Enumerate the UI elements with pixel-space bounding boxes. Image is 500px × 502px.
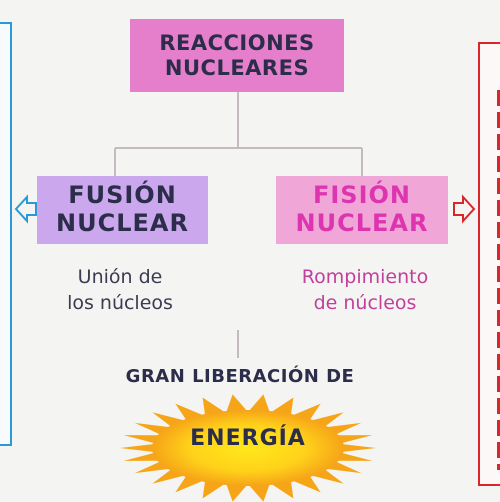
energia-label: ENERGÍA (190, 426, 306, 451)
top-box-line2: NUCLEARES (164, 55, 310, 80)
fision-desc-line1: Rompimiento (301, 266, 429, 288)
top-box-line1: REACCIONES (159, 31, 315, 56)
fision-nuclear-box: FISIÓN NUCLEAR (276, 176, 448, 244)
sun-burst-icon (120, 394, 376, 502)
fusion-description: Unión de los núcleos (40, 265, 200, 316)
right-side-frame (478, 42, 500, 486)
fision-desc-line2: de núcleos (313, 291, 417, 314)
fision-box-line2: NUCLEAR (295, 209, 429, 237)
right-vertical-text-fragment (497, 90, 500, 470)
fision-description: Rompimiento de núcleos (280, 265, 450, 316)
fusion-desc-line2: los núcleos (67, 291, 173, 314)
arrow-left-icon (14, 194, 37, 224)
fusion-box-line2: NUCLEAR (56, 209, 189, 237)
arrow-right-icon (453, 194, 476, 224)
fusion-nuclear-box: FUSIÓN NUCLEAR (37, 176, 208, 244)
fision-box-line1: FISIÓN (312, 181, 412, 210)
gran-liberacion-label: GRAN LIBERACIÓN DE (125, 366, 355, 387)
left-side-frame (0, 22, 12, 446)
fusion-desc-line1: Unión de (77, 266, 163, 288)
sun-core (152, 410, 344, 486)
reacciones-nucleares-box: REACCIONES NUCLEARES (130, 19, 344, 92)
fusion-box-line1: FUSIÓN (68, 181, 177, 210)
